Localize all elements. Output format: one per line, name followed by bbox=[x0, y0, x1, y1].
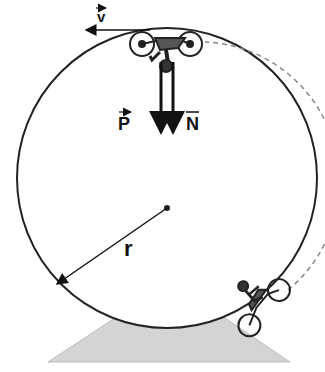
vector-mark bbox=[119, 111, 131, 112]
radius-arrow bbox=[57, 208, 167, 284]
radius-label: r bbox=[124, 238, 133, 260]
velocity-label: v bbox=[97, 9, 105, 24]
loop-track bbox=[17, 28, 317, 328]
weight-arrow bbox=[160, 62, 163, 132]
path-dashed bbox=[205, 42, 325, 290]
motorcycle-bottom bbox=[216, 259, 295, 341]
motorcycle-top bbox=[130, 32, 202, 72]
weight-label: P bbox=[118, 115, 130, 133]
normal-label: N bbox=[186, 115, 199, 133]
vector-bar bbox=[186, 111, 199, 113]
normal-arrow bbox=[172, 62, 175, 132]
velocity-arrow bbox=[86, 29, 150, 31]
